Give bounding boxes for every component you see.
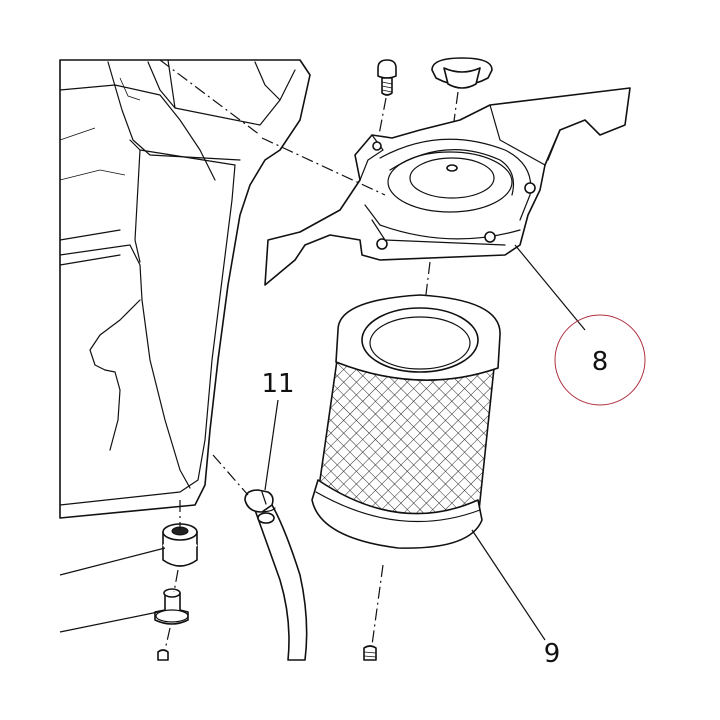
mounting-bolt-stub	[157, 649, 169, 661]
mounting-bushing	[154, 588, 189, 625]
air-filter-element	[311, 294, 501, 549]
airbox-housing	[59, 59, 311, 519]
cover-screw	[377, 59, 397, 96]
drain-hose	[254, 504, 308, 661]
callout-label-11: 11	[261, 369, 294, 399]
filter-cover	[264, 87, 631, 286]
hose-clamp	[244, 489, 275, 524]
callout-label-8: 8	[592, 347, 609, 377]
mounting-grommet	[162, 523, 198, 567]
cover-knob	[431, 57, 493, 89]
callout-8-highlight-circle	[554, 314, 646, 406]
callout-label-9: 9	[544, 639, 561, 669]
filter-bolt	[363, 645, 377, 661]
